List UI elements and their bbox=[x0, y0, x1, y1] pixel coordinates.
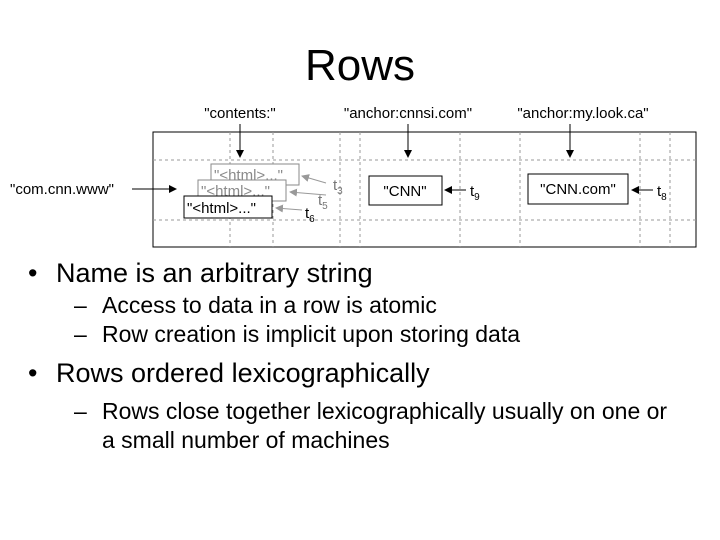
dash-marker: – bbox=[74, 321, 87, 347]
sub-bullet-text: Row creation is implicit upon storing da… bbox=[102, 321, 521, 347]
bullet-text: Name is an arbitrary string bbox=[56, 258, 373, 288]
timestamp-arrow bbox=[275, 204, 303, 213]
sub-bullet: – Rows close together lexicographically … bbox=[28, 397, 708, 455]
bullet-dot: • bbox=[28, 358, 38, 388]
cnn-cell bbox=[368, 175, 443, 206]
timestamp-t5: t5 bbox=[318, 192, 328, 212]
timestamp-arrow bbox=[289, 188, 327, 197]
grid-lines bbox=[153, 132, 696, 247]
html-cell-front-text: "<html>..." bbox=[187, 200, 256, 217]
bullet-name-arbitrary: • Name is an arbitrary string bbox=[28, 255, 708, 291]
timestamp-t3: t3 bbox=[333, 177, 343, 197]
cnncom-timestamp: t8 bbox=[657, 183, 667, 203]
bigtable-row-diagram: "contents:" "anchor:cnnsi.com" "anchor:m… bbox=[10, 105, 697, 248]
bullet-text: Rows ordered lexicographically bbox=[56, 358, 430, 388]
sub-bullet: – Row creation is implicit upon storing … bbox=[28, 320, 708, 349]
cnncom-cell-text: "CNN.com" bbox=[540, 181, 616, 198]
bullet-dot: • bbox=[28, 258, 38, 288]
sub-bullet-text: Rows close together lexicographically us… bbox=[102, 398, 668, 453]
slide-title: Rows bbox=[304, 41, 416, 90]
cnn-cell-text: "CNN" bbox=[383, 183, 426, 200]
html-cell-front bbox=[183, 195, 273, 219]
column-label-anchor-mylook: "anchor:my.look.ca" bbox=[517, 105, 648, 122]
row-key-label: "com.cnn.www" bbox=[10, 181, 114, 198]
dash-marker: – bbox=[74, 398, 87, 424]
timestamp-arrow bbox=[301, 174, 327, 184]
sub-bullet: – Access to data in a row is atomic bbox=[28, 291, 708, 320]
dash-marker: – bbox=[74, 292, 87, 318]
cnncom-cell bbox=[527, 173, 629, 205]
cnn-timestamp: t9 bbox=[470, 183, 480, 203]
column-label-anchor-cnnsi: "anchor:cnnsi.com" bbox=[344, 105, 472, 122]
column-label-contents: "contents:" bbox=[204, 105, 276, 122]
timestamp-t6: t6 bbox=[305, 205, 315, 225]
bullet-list: • Name is an arbitrary string – Access t… bbox=[28, 255, 708, 455]
bullet-rows-ordered: • Rows ordered lexicographically bbox=[28, 355, 708, 391]
sub-bullet-text: Access to data in a row is atomic bbox=[102, 292, 437, 318]
